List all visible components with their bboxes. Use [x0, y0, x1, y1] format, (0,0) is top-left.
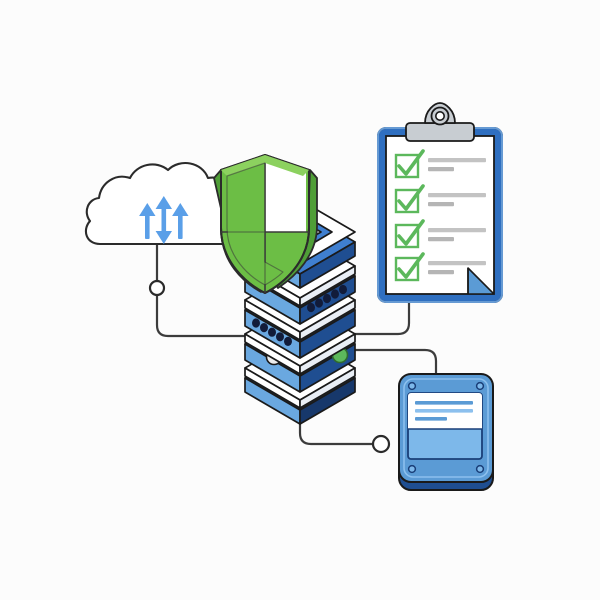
connector-node-cloud: [148, 279, 166, 297]
tablet-body-inner-bevel: [403, 378, 489, 478]
shield-bevel-top-left: [221, 155, 265, 176]
tablet-screen-line-1: [415, 401, 473, 405]
check-mark-4-icon: [397, 252, 425, 279]
connector-server-to-tablet: [350, 348, 438, 376]
check-mark-1-icon: [397, 149, 425, 176]
tablet-screw-bottom-left: [407, 464, 417, 474]
tablet-screen-line-2: [415, 409, 473, 413]
checklist-line-1-long: [428, 158, 486, 163]
shield-inner-bevel: [226, 162, 284, 286]
tablet-screen-content: [408, 393, 482, 430]
check-mark-2-icon: [397, 184, 425, 211]
checklist-line-4-short: [428, 270, 454, 275]
checklist-row-2[interactable]: [394, 184, 486, 214]
shield-quadrant-white: [265, 160, 306, 232]
connector-server-to-endpoint: [298, 372, 375, 446]
tablet-screen-line-3: [415, 417, 447, 421]
shield-bevel-top-right: [265, 155, 309, 176]
arrow-up-left-icon: [139, 203, 156, 239]
vent-row-1: [307, 284, 347, 313]
tablet: [398, 373, 494, 491]
server-separator-3-right: [299, 299, 356, 341]
connector-group: [155, 243, 438, 446]
connector-node-endpoint: [371, 434, 391, 454]
check-mark-3-icon: [397, 219, 425, 246]
arrow-bidirectional-center-icon: [155, 196, 172, 244]
checklist-line-3-long: [428, 228, 486, 233]
tablet-screw-top-left: [407, 381, 417, 391]
tablet-screw-bottom-right: [475, 464, 485, 474]
shield: [213, 154, 318, 294]
server-separator-2-right: [299, 265, 356, 307]
tablet-screw-top-right: [475, 381, 485, 391]
checklist-line-2-short: [428, 202, 454, 207]
checklist-line-4-long: [428, 261, 486, 266]
server-separator-5-right: [299, 367, 356, 409]
vent-row-2: [252, 318, 292, 346]
clip-ring-inner: [434, 111, 445, 122]
page-corner-fold: [467, 267, 494, 294]
checklist-line-2-long: [428, 193, 486, 198]
checklist-line-3-short: [428, 237, 454, 242]
server-separator-4-right: [299, 333, 356, 375]
checklist-rows: [394, 149, 494, 294]
clipboard-clip: [405, 102, 475, 142]
checklist-line-1-short: [428, 167, 454, 172]
connector-cloud-to-server: [155, 293, 264, 338]
cloud: [84, 161, 249, 246]
checklist-row-4[interactable]: [394, 252, 486, 282]
clipboard: [377, 102, 503, 303]
connector-server-to-clipboard: [350, 294, 411, 336]
clip-bar: [405, 122, 475, 142]
arrow-up-right-icon: [172, 203, 189, 239]
checklist-row-1[interactable]: [394, 149, 486, 179]
checklist-row-3[interactable]: [394, 219, 486, 249]
